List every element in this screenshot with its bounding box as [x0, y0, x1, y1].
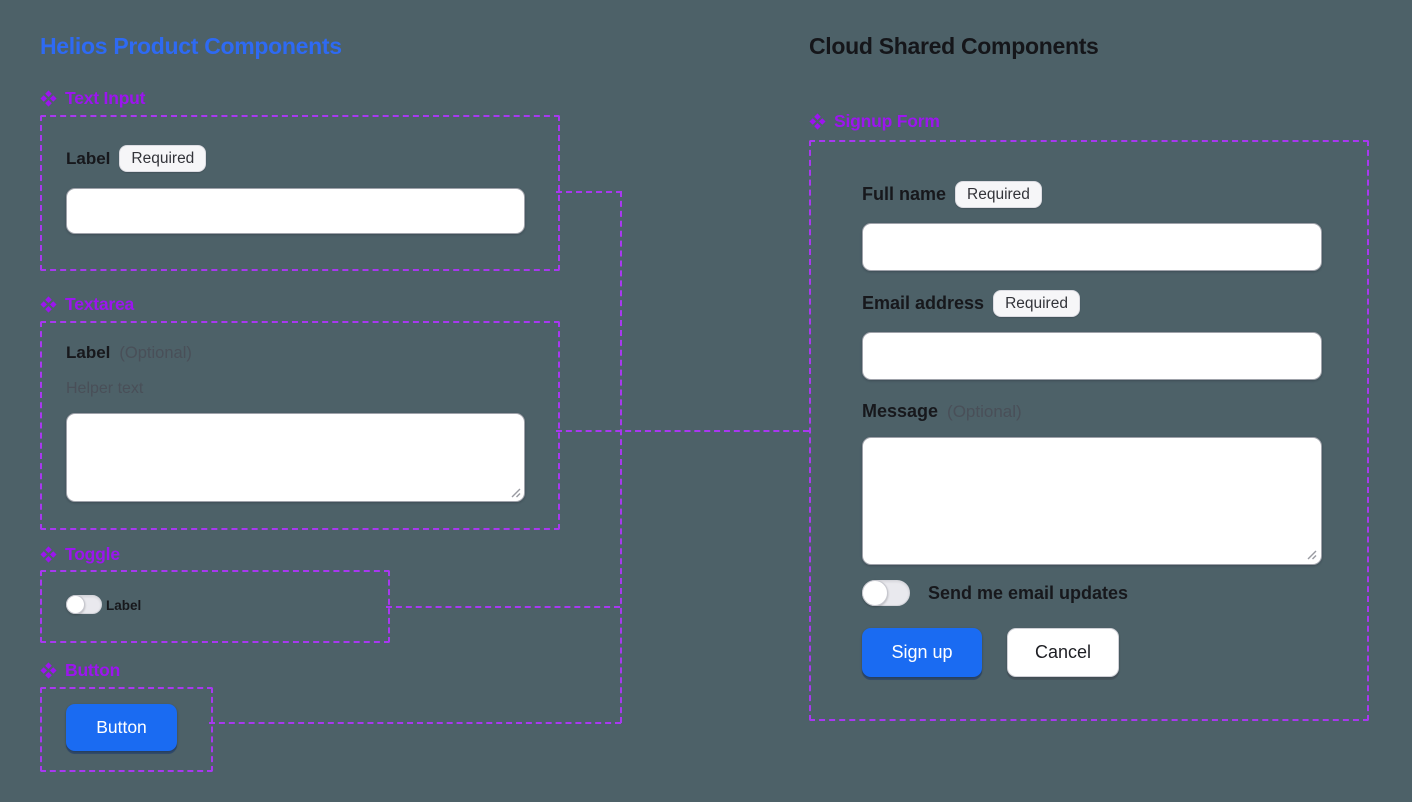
signup-form-component-header: Signup Form	[809, 111, 940, 132]
component-header-label: Button	[65, 660, 121, 680]
textarea-field[interactable]	[66, 413, 525, 502]
component-header-label: Textarea	[65, 294, 135, 314]
component-diamond-icon	[40, 296, 57, 313]
field-label: Full name	[862, 184, 947, 205]
email-updates-toggle[interactable]	[862, 580, 910, 606]
connector-trunk	[620, 191, 622, 723]
textarea-label-row: Label (Optional)	[66, 343, 192, 363]
field-label: Label	[66, 343, 111, 362]
component-diamond-icon	[40, 90, 57, 107]
required-badge: Required	[119, 145, 207, 173]
connector-toggle	[386, 606, 620, 608]
field-label: Message	[862, 401, 939, 421]
component-diamond-icon	[40, 662, 57, 679]
signup-form-frame	[809, 140, 1369, 721]
toggle-switch[interactable]	[66, 595, 102, 614]
email-input[interactable]	[862, 332, 1322, 380]
button-component-header: Button	[40, 660, 120, 681]
field-label: Label	[66, 148, 111, 168]
component-header-label: Signup Form	[834, 111, 940, 131]
component-diamond-icon	[40, 546, 57, 563]
cancel-button[interactable]: Cancel	[1007, 628, 1119, 677]
optional-hint: (Optional)	[119, 343, 192, 362]
message-textarea[interactable]	[862, 437, 1322, 565]
toggle-label: Label	[106, 598, 142, 613]
helper-text: Helper text	[66, 380, 144, 397]
sample-button[interactable]: Button	[66, 704, 177, 751]
required-badge: Required	[955, 181, 1042, 209]
sign-up-button[interactable]: Sign up	[862, 628, 982, 677]
textarea-component-header: Textarea	[40, 294, 134, 315]
message-label-row: Message (Optional)	[862, 401, 1022, 422]
right-panel-title: Cloud Shared Components	[809, 33, 1099, 59]
full-name-label-row: Full name Required	[862, 181, 1042, 209]
connector-button	[209, 722, 621, 724]
text-input-field[interactable]	[66, 188, 525, 234]
toggle-knob[interactable]	[66, 595, 85, 614]
text-input-component-frame	[40, 115, 560, 271]
email-label-row: Email address Required	[862, 290, 1080, 318]
connector-textarea-to-form	[556, 430, 809, 432]
toggle-knob[interactable]	[862, 580, 888, 606]
button-component-frame	[40, 687, 213, 772]
email-updates-label: Send me email updates	[928, 583, 1129, 603]
field-label: Email address	[862, 293, 985, 314]
left-panel-title: Helios Product Components	[40, 33, 342, 59]
full-name-input[interactable]	[862, 223, 1322, 271]
required-badge: Required	[993, 290, 1080, 318]
component-header-label: Toggle	[65, 544, 120, 564]
connector-text-input	[556, 191, 622, 193]
textarea-component-frame	[40, 321, 560, 530]
text-input-label-row: Label Required	[66, 145, 207, 173]
text-input-component-header: Text Input	[40, 88, 146, 109]
toggle-component-header: Toggle	[40, 544, 120, 565]
component-diamond-icon	[809, 113, 826, 130]
optional-hint: (Optional)	[947, 401, 1022, 421]
component-header-label: Text Input	[65, 88, 146, 108]
